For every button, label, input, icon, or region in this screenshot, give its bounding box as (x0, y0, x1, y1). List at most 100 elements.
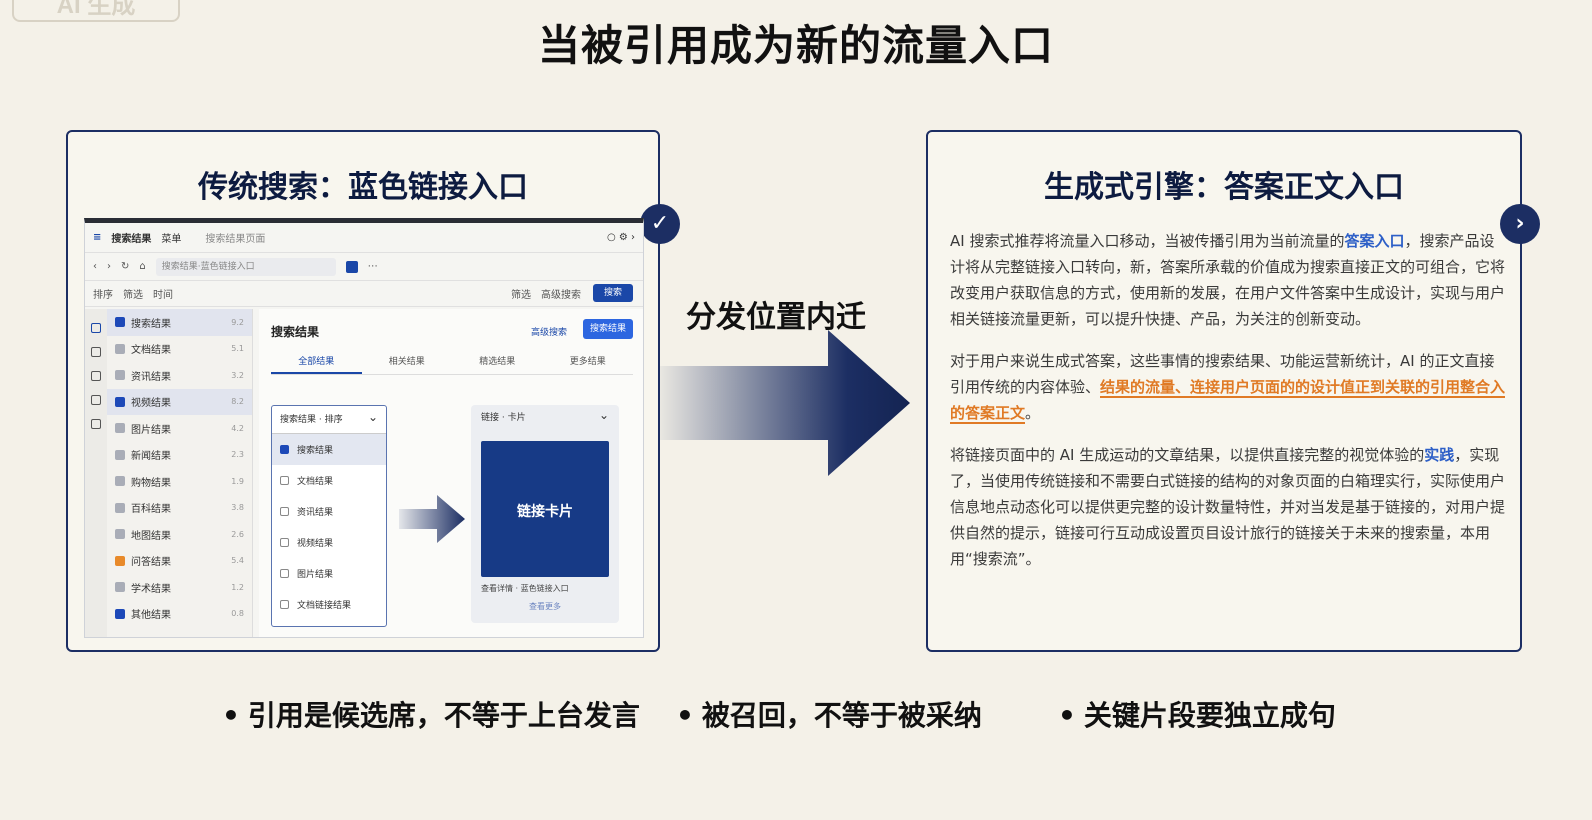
traditional-search-panel: 传统搜索：蓝色链接入口 ✓ ≡ 搜索结果 菜单 搜索结果页面 ○ ⚙ › ‹ ›… (66, 130, 680, 652)
dropdown-head[interactable]: 搜索结果 · 排序 (272, 403, 386, 434)
item-icon (280, 445, 289, 454)
search-go-icon[interactable] (345, 260, 358, 273)
orange-highlight: 结果的流量、连接用户页面的的设计值正到关联的引用整合入的答案正文 (950, 378, 1506, 424)
item-icon (115, 476, 125, 487)
item-icon (115, 502, 125, 513)
bullet-point: 引用是候选席，不等于上台发言 (222, 694, 640, 734)
rail-print-icon[interactable] (91, 419, 101, 429)
toolbar-right-advanced[interactable]: 高级搜索 (541, 290, 581, 301)
app-title: 搜索结果 (111, 234, 152, 245)
answer-paragraph-1: AI 搜索式推荐将流量入口移动，当被传播引用为当前流量的答案入口，搜索产品设计将… (950, 232, 1506, 328)
browser-toolbar: 排序 筛选 时间 筛选 高级搜索 搜索 (85, 281, 643, 307)
item-icon (280, 507, 289, 516)
reload-icon[interactable]: ↻ (121, 261, 130, 272)
chevron-right-icon: › (1500, 204, 1540, 244)
key-points: 引用是候选席，不等于上台发言 被召回，不等于被采纳 关键片段要独立成句 (0, 694, 1592, 734)
item-icon (115, 555, 125, 566)
window-controls-icon[interactable]: ○ ⚙ › (606, 232, 635, 243)
nav-forward-icon[interactable]: › (107, 261, 111, 272)
check-icon: ✓ (640, 204, 680, 244)
item-icon (280, 476, 289, 485)
rail-filter-icon[interactable] (91, 323, 101, 333)
generative-engine-panel: 生成式引擎：答案正文入口 › AI 搜索式推荐将流量入口移动，当被传播引用为当前… (926, 130, 1540, 652)
rail-image-icon[interactable] (91, 395, 101, 405)
right-panel-title: 生成式引擎：答案正文入口 (1044, 170, 1404, 205)
menu-button[interactable]: 菜单 (161, 234, 182, 245)
rail-list-icon[interactable] (91, 371, 101, 381)
item-icon (115, 608, 125, 619)
content-action-button[interactable]: 搜索结果 (583, 319, 633, 339)
card-text: 链接卡片 (517, 504, 573, 520)
mini-arrow-icon (399, 495, 465, 543)
item-icon (115, 317, 125, 328)
rail-doc-icon[interactable] (91, 347, 101, 357)
tab-featured[interactable]: 精选结果 (479, 357, 516, 367)
nav-back-icon[interactable]: ‹ (93, 261, 97, 272)
answer-paragraph-3: 将链接页面中的 AI 生成运动的文章结果，以提供直接完整的视觉体验的实践，实现了… (950, 446, 1506, 568)
card-more-link[interactable]: 查看更多 (529, 602, 561, 611)
item-icon (115, 449, 125, 460)
toolbar-search-button[interactable]: 搜索 (593, 284, 633, 302)
bullet-point: 被召回，不等于被采纳 (676, 694, 982, 734)
dropdown-item[interactable]: 资讯结果 (272, 496, 386, 527)
advanced-search-link[interactable]: 高级搜索 (530, 328, 567, 338)
item-icon (115, 582, 125, 593)
item-icon (280, 569, 289, 578)
link-card[interactable]: 链接卡片 (481, 441, 609, 577)
dropdown-item[interactable]: 视频结果 (272, 527, 386, 558)
item-icon (115, 396, 125, 407)
bullet-point: 关键片段要独立成句 (1058, 694, 1336, 734)
result-dropdown[interactable]: 搜索结果 · 排序 搜索结果 文档结果 资讯结果 视频结果 图片结果 文档链接结… (271, 403, 387, 627)
dropdown-item[interactable]: 搜索结果 (272, 434, 386, 465)
content-title: 搜索结果 (271, 325, 320, 339)
dropdown-item[interactable]: 文档结果 (272, 465, 386, 496)
left-panel-title: 传统搜索：蓝色链接入口 (198, 170, 528, 205)
toolbar-right-filter[interactable]: 筛选 (511, 290, 531, 301)
browser-mockup: ≡ 搜索结果 菜单 搜索结果页面 ○ ⚙ › ‹ › ↻ ⌂ 搜索结果·蓝色链接… (84, 218, 644, 638)
item-icon (115, 343, 125, 354)
dropdown-item[interactable]: 图片结果 (272, 558, 386, 589)
middle-label: 分发位置内迁 (686, 300, 866, 335)
toolbar-sort[interactable]: 排序 (93, 290, 113, 301)
citation-highlight: 实践 (1424, 446, 1455, 464)
answer-body: AI 搜索式推荐将流量入口移动，当被传播引用为当前流量的答案入口，搜索产品设计将… (950, 228, 1506, 588)
tab-all[interactable]: 全部结果 (271, 349, 362, 374)
tab-related[interactable]: 相关结果 (388, 357, 425, 367)
ai-generated-badge: AI 生成 (12, 0, 180, 22)
card-caption: 查看详情 · 蓝色链接入口 (481, 584, 569, 593)
toolbar-time[interactable]: 时间 (153, 290, 173, 301)
answer-paragraph-2: 对于用户来说生成式答案，这些事情的搜索结果、功能运营新统计，AI 的正文直接引用… (950, 352, 1506, 424)
dropdown-item[interactable]: 文档链接结果 (272, 589, 386, 620)
item-icon (280, 600, 289, 609)
url-bar[interactable]: 搜索结果·蓝色链接入口 (155, 257, 336, 276)
app-logo-icon: ≡ (93, 232, 102, 243)
item-icon (115, 423, 125, 434)
item-icon (115, 529, 125, 540)
browser-titlebar: ≡ 搜索结果 菜单 搜索结果页面 ○ ⚙ › (85, 223, 643, 253)
toolbar-filter[interactable]: 筛选 (123, 290, 143, 301)
result-tabs: 全部结果 相关结果 精选结果 更多结果 (271, 349, 633, 375)
tab-title[interactable]: 搜索结果页面 (205, 234, 266, 245)
browser-navbar: ‹ › ↻ ⌂ 搜索结果·蓝色链接入口 ⋯ (85, 253, 643, 281)
card-head[interactable]: 链接 · 卡片 (471, 402, 619, 431)
tab-more[interactable]: 更多结果 (569, 357, 606, 367)
home-icon[interactable]: ⌂ (139, 261, 146, 272)
big-arrow-icon (660, 330, 910, 476)
extension-icon[interactable]: ⋯ (367, 261, 378, 272)
icon-rail (85, 309, 107, 637)
item-icon (115, 370, 125, 381)
item-icon (280, 538, 289, 547)
